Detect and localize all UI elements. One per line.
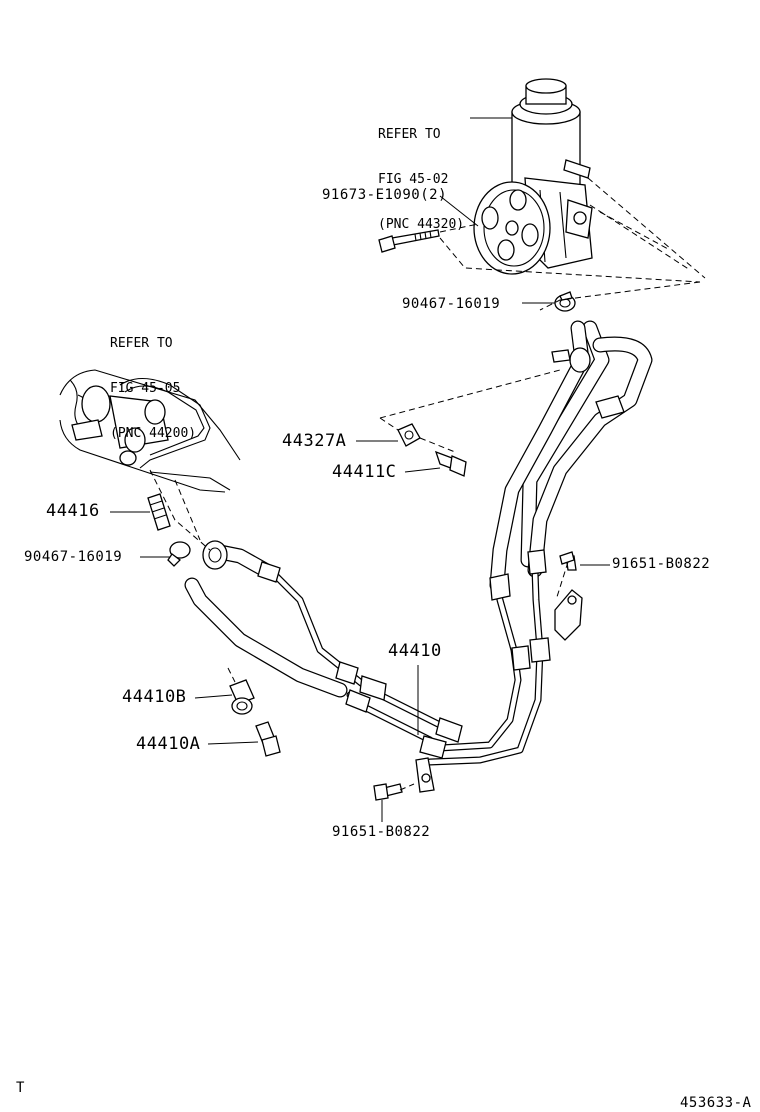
bolt-91673-drawing — [378, 229, 440, 253]
pump-ref-line-1: REFER TO — [378, 127, 441, 142]
label-clamp-left: 90467-16019 — [24, 549, 123, 565]
label-bolt-91651-right: 91651-B0822 — [612, 556, 711, 572]
leader-lines — [110, 117, 610, 822]
label-fitting-44416: 44416 — [46, 501, 100, 521]
union-44410A-drawing — [255, 721, 281, 757]
pump-reference-note: REFER TO FIG 45-02 (PNC 44320) — [378, 97, 464, 247]
label-bolt-91673: 91673-E1090(2) — [322, 187, 448, 203]
label-tube-assy-44410: 44410 — [388, 641, 442, 661]
label-clamp-top: 90467-16019 — [402, 296, 501, 312]
figure-id: 453633-A — [680, 1095, 752, 1111]
label-gasket-44327A: 44327A — [282, 431, 347, 451]
bolt-91651-right-drawing — [559, 551, 577, 571]
label-nut-44410B: 44410B — [122, 687, 187, 707]
footer-left-mark: T — [16, 1080, 25, 1096]
label-bolt-91651-bottom: 91651-B0822 — [332, 824, 431, 840]
label-union-44410A: 44410A — [136, 734, 201, 754]
nut-44410B-drawing — [229, 679, 255, 715]
pump-ref-line-2: FIG 45-02 — [378, 172, 449, 187]
gasket-44327A-drawing — [397, 423, 421, 447]
assembly-dash-lines — [149, 177, 706, 791]
label-union-bolt-44411C: 44411C — [332, 462, 397, 482]
pump-ref-line-3: (PNC 44320) — [378, 217, 465, 232]
steering-gear-drawing — [59, 369, 241, 493]
gear-ref-line-2: FIG 45-05 — [110, 381, 181, 396]
fitting-44416-drawing — [147, 493, 171, 531]
bracket-drawing — [415, 589, 583, 793]
gear-ref-line-3: (PNC 44200) — [110, 426, 197, 441]
power-steering-pump-drawing — [473, 78, 593, 275]
bolt-91651-bottom-drawing — [373, 783, 403, 801]
union-bolt-44411C-drawing — [434, 450, 467, 477]
clamp-left-drawing — [167, 541, 191, 567]
gear-ref-line-1: REFER TO — [110, 336, 173, 351]
hose-tube-assembly-drawing — [184, 320, 653, 766]
gear-reference-note: REFER TO FIG 45-05 (PNC 44200) — [110, 306, 196, 456]
